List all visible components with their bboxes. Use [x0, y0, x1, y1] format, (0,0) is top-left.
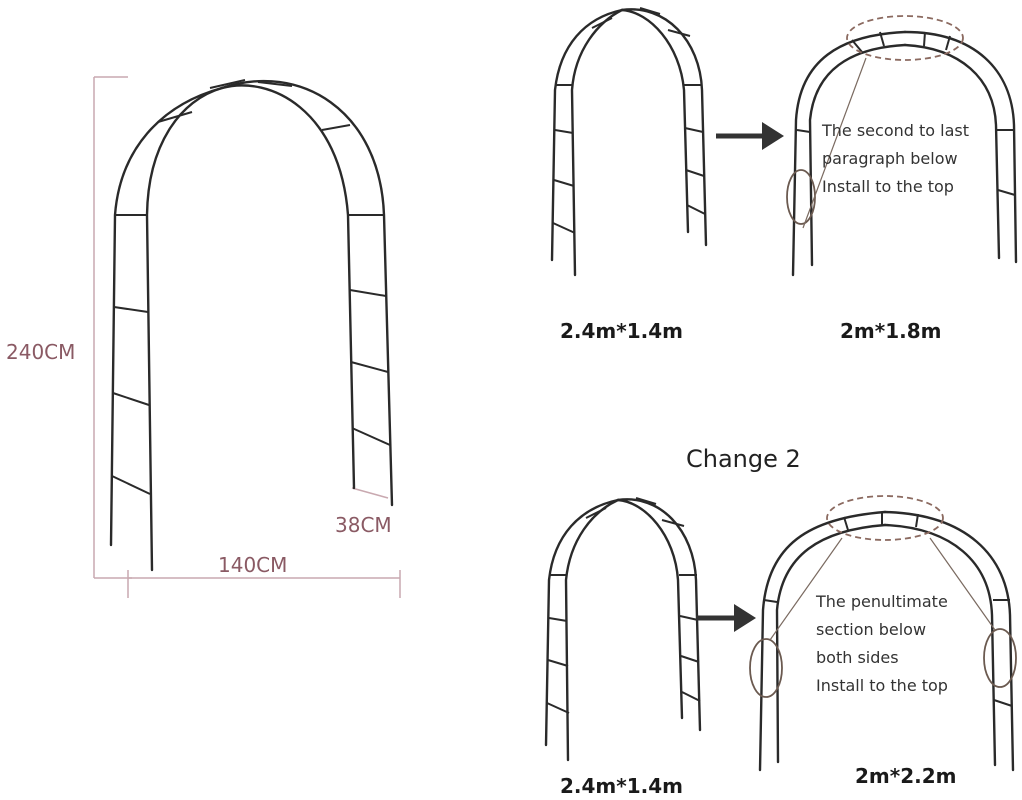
rung — [796, 129, 811, 133]
rung — [879, 31, 885, 47]
main-arch: 240CM 140CM 38CM — [6, 76, 401, 598]
change1-note-line-1: The second to last — [821, 121, 969, 140]
change2-title: Change 2 — [686, 445, 801, 473]
rung — [113, 306, 149, 313]
right-outer-pole — [903, 30, 1018, 264]
rung — [351, 427, 391, 446]
rung — [350, 361, 389, 373]
right-callout-ellipse — [983, 628, 1017, 688]
rung — [585, 507, 607, 519]
change1-note-line-3: Install to the top — [822, 177, 954, 196]
left-outer-pole — [544, 498, 620, 747]
change2-note-line-4: Install to the top — [816, 676, 948, 695]
rung — [349, 289, 387, 297]
right-inner-pole — [620, 8, 690, 234]
rung — [851, 39, 863, 53]
top-callout-ellipse — [846, 15, 964, 61]
right-callout-leader — [929, 537, 996, 631]
left-inner-pole — [564, 498, 620, 762]
depth-label: 38CM — [335, 513, 392, 537]
rung — [915, 513, 919, 528]
rung — [661, 519, 685, 527]
change1-note-line-2: paragraph below — [822, 149, 958, 168]
rung — [684, 127, 704, 133]
rung — [552, 222, 576, 234]
rung — [639, 7, 661, 15]
left-inner-pole — [570, 8, 624, 277]
left-callout-leader — [769, 537, 843, 641]
rung — [635, 497, 657, 505]
rung — [843, 516, 849, 531]
change2-from-size: 2.4m*1.4m — [560, 774, 683, 798]
change2-note-line-2: section below — [816, 620, 926, 639]
left-outer-pole — [758, 510, 887, 772]
rung — [993, 699, 1013, 707]
rung — [546, 702, 570, 714]
arrow-right-icon — [734, 604, 756, 632]
right-outer-pole — [883, 510, 1015, 772]
change1-to-arch: The second to last paragraph below Insta… — [786, 15, 1018, 277]
change2-to-size: 2m*2.2m — [855, 764, 956, 788]
rung — [945, 35, 951, 51]
right-inner-pole — [883, 523, 997, 767]
rung — [112, 392, 150, 406]
change2-note-line-3: both sides — [816, 648, 899, 667]
right-outer-pole — [620, 8, 708, 247]
change2-arrow — [696, 604, 756, 632]
left-inner-pole — [775, 523, 887, 764]
rung — [591, 17, 613, 29]
depth-dim-line — [351, 487, 389, 499]
change2-to-arch: The penultimate section below both sides… — [749, 495, 1017, 772]
right-inner-pole — [220, 84, 356, 490]
rung — [763, 599, 778, 603]
rung — [257, 81, 293, 87]
change2-note-line-1: The penultimate — [815, 592, 948, 611]
left-outer-pole — [550, 8, 624, 262]
right-inner-pole — [903, 43, 1001, 260]
rung — [680, 655, 700, 663]
arrow-right-icon — [762, 122, 784, 150]
callout-leader — [802, 57, 867, 229]
width-label: 140CM — [218, 553, 287, 577]
rung — [686, 204, 706, 215]
rung — [548, 617, 568, 622]
rung — [667, 29, 691, 37]
left-callout-ellipse — [749, 638, 783, 698]
left-inner-pole — [808, 43, 907, 267]
rung — [997, 189, 1016, 196]
rung — [681, 691, 701, 702]
change1-arrow — [716, 122, 784, 150]
change1-from-size: 2.4m*1.4m — [560, 319, 683, 343]
change1-from-arch — [550, 7, 708, 277]
right-outer-pole — [220, 79, 394, 507]
change1-to-size: 2m*1.8m — [840, 319, 941, 343]
rung — [923, 31, 926, 47]
rung — [553, 179, 575, 187]
rung — [111, 475, 151, 495]
left-outer-pole — [109, 86, 224, 547]
rung — [685, 169, 705, 177]
height-label: 240CM — [6, 340, 75, 364]
rung — [157, 111, 193, 123]
rung — [321, 124, 351, 131]
rung — [554, 129, 574, 134]
top-callout-ellipse — [826, 495, 944, 541]
change2-from-arch — [544, 497, 702, 762]
right-inner-pole — [616, 498, 684, 720]
rung — [679, 615, 699, 621]
rung — [547, 659, 569, 667]
rung — [209, 79, 246, 89]
left-inner-pole — [145, 86, 224, 572]
